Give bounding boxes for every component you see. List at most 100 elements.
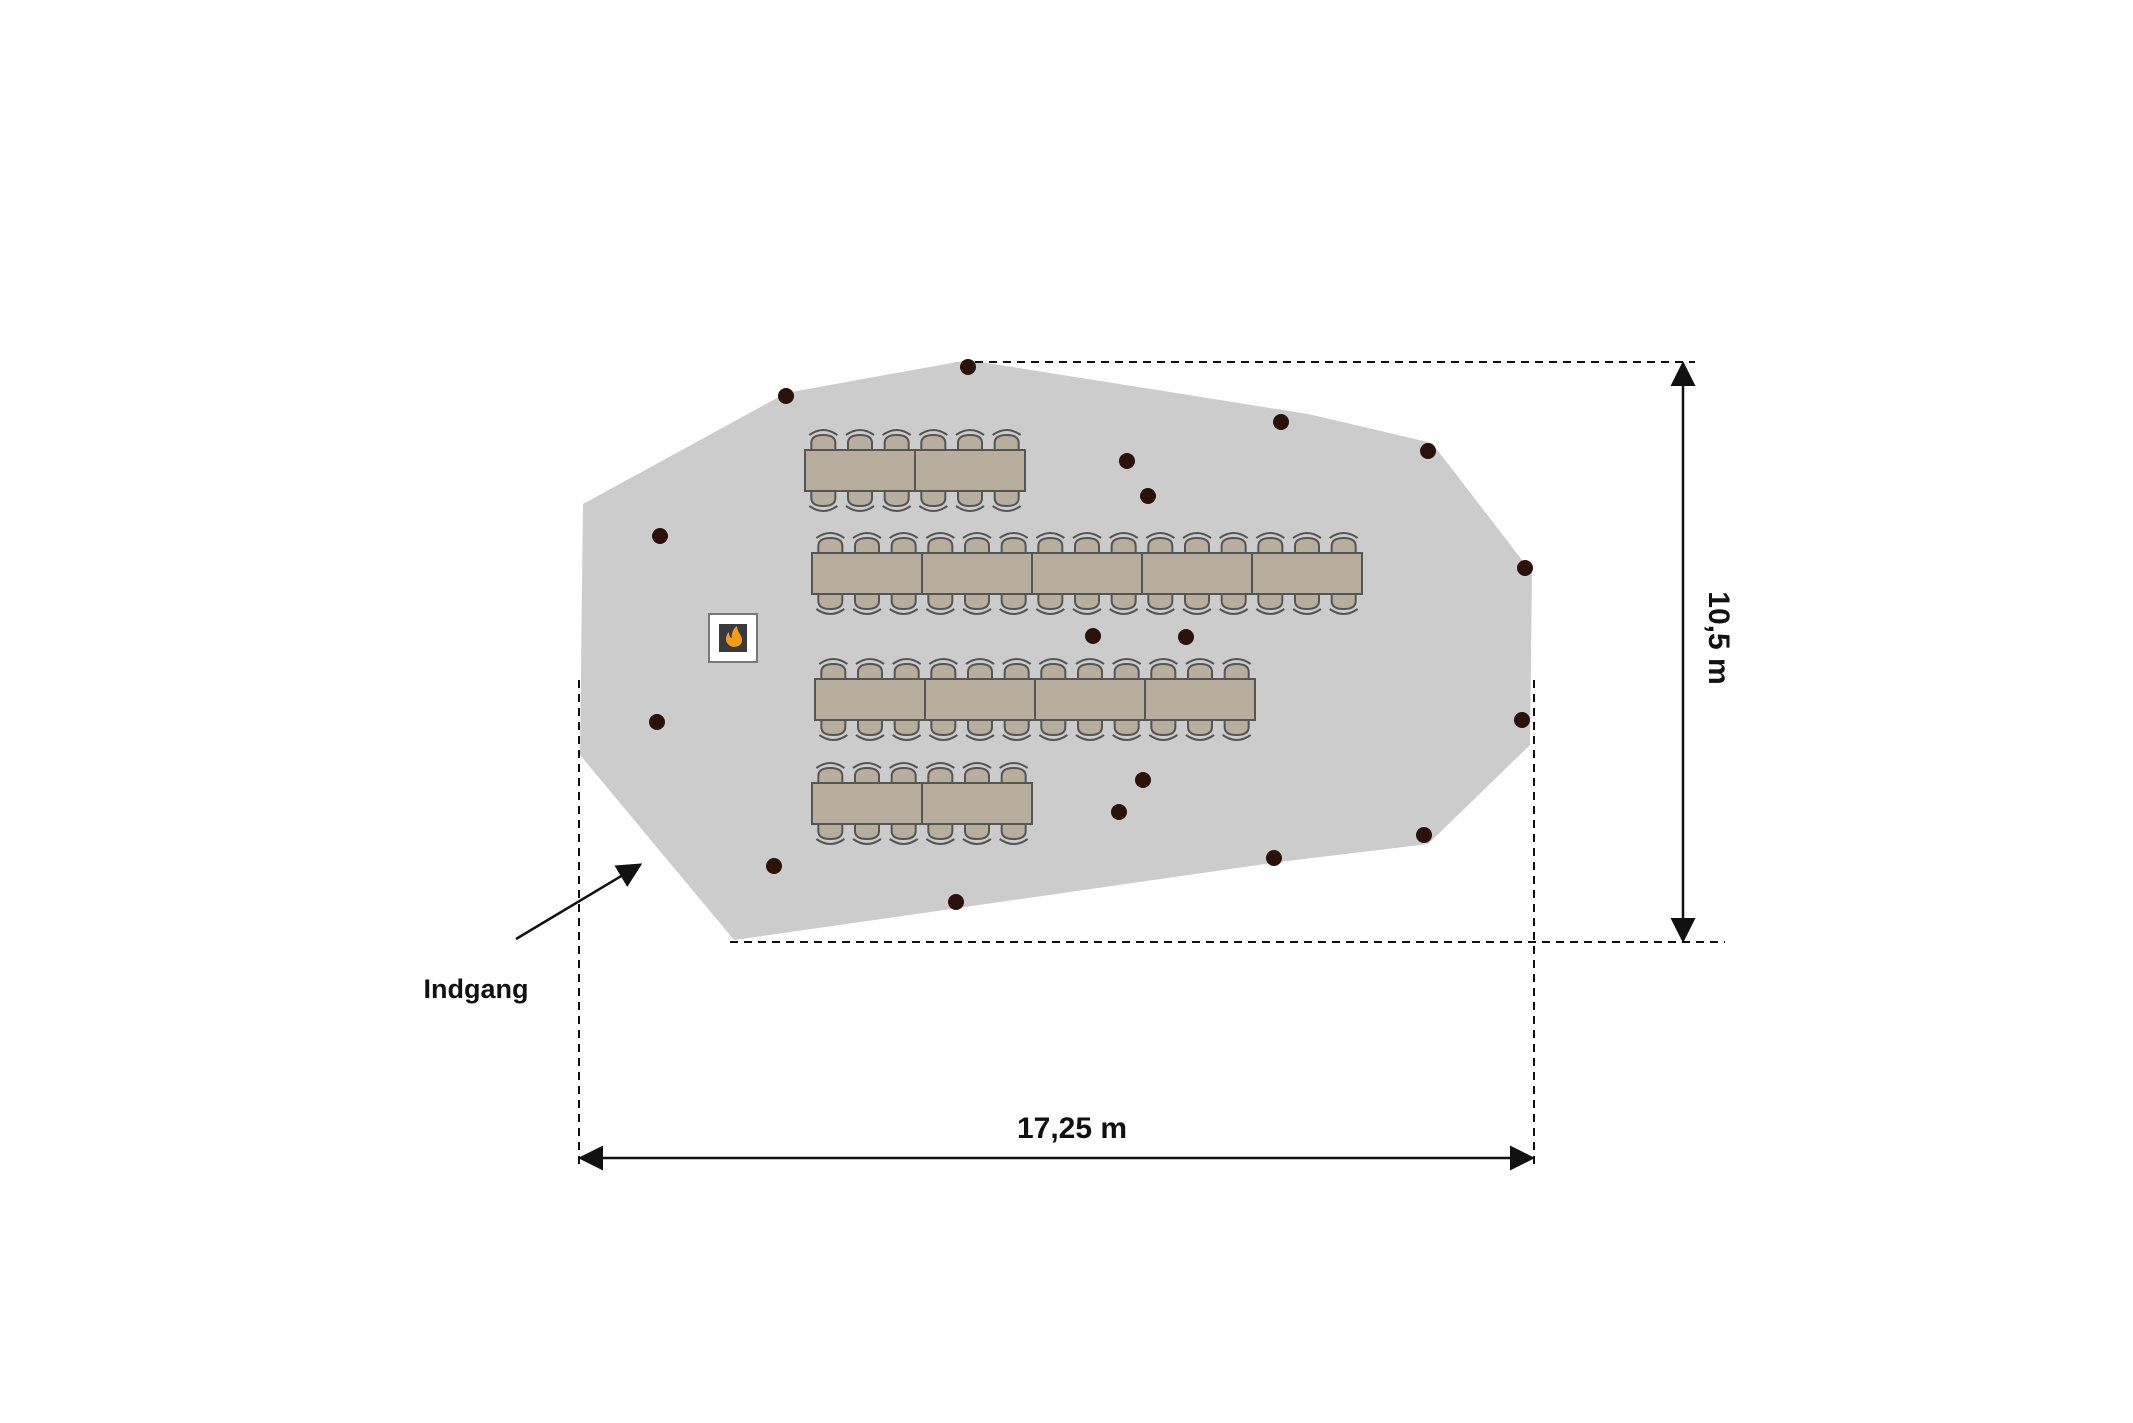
- chair: [890, 536, 917, 555]
- tent-pole: [1514, 712, 1530, 728]
- chair-back: [1112, 658, 1142, 665]
- tent-pole: [766, 858, 782, 874]
- chair-back: [852, 838, 882, 845]
- chair-back: [918, 429, 948, 436]
- chair: [1330, 536, 1357, 555]
- chair-back: [815, 532, 845, 539]
- chair-back: [955, 505, 985, 512]
- tent-pole: [1420, 443, 1436, 459]
- chair-back: [1292, 608, 1322, 615]
- chair-back: [1182, 532, 1212, 539]
- chair: [857, 718, 883, 737]
- chair: [820, 662, 847, 681]
- chair-back: [928, 734, 958, 741]
- chair: [993, 433, 1020, 452]
- tent-pole: [1085, 628, 1101, 644]
- chair: [927, 536, 954, 555]
- table-segment: [1034, 678, 1146, 721]
- chair-back: [1292, 532, 1322, 539]
- chair: [1003, 718, 1030, 737]
- chair: [890, 766, 917, 785]
- chair-back: [992, 505, 1022, 512]
- chair-back: [1219, 608, 1249, 615]
- chair-back: [999, 838, 1029, 845]
- tent-pole: [778, 388, 794, 404]
- chair-back: [855, 734, 885, 741]
- chair: [1330, 592, 1357, 611]
- chair-back: [1329, 608, 1359, 615]
- chair: [1110, 536, 1137, 555]
- chair: [1184, 536, 1210, 555]
- chair: [810, 489, 837, 508]
- tent-pole: [1135, 772, 1151, 788]
- chair: [1000, 822, 1027, 841]
- chair-back: [1148, 734, 1178, 741]
- entrance-marker: Indgang: [424, 863, 643, 1004]
- chair: [957, 489, 983, 508]
- chair: [1187, 718, 1213, 737]
- chair-back: [1109, 532, 1139, 539]
- chair-back: [925, 838, 955, 845]
- table-segment: [924, 678, 1036, 721]
- chair-back: [818, 658, 848, 665]
- table-segment: [1144, 678, 1256, 721]
- chair-back: [815, 608, 845, 615]
- table-segment: [921, 552, 1033, 595]
- chair: [810, 433, 837, 452]
- chair: [1113, 718, 1140, 737]
- chair-back: [925, 608, 955, 615]
- chair-back: [1185, 658, 1215, 665]
- chair-back: [1255, 608, 1285, 615]
- chair-back: [889, 838, 919, 845]
- chair: [1294, 536, 1320, 555]
- tent-pole: [960, 359, 976, 375]
- chair: [1003, 662, 1030, 681]
- chair: [817, 822, 844, 841]
- tent-pole: [1416, 827, 1432, 843]
- chair-back: [965, 734, 995, 741]
- chair: [964, 822, 990, 841]
- entrance-label: Indgang: [424, 974, 529, 1004]
- table-row-4: [811, 762, 1033, 845]
- table-row-3: [814, 658, 1256, 741]
- chair-back: [855, 658, 885, 665]
- chair-back: [999, 762, 1029, 769]
- chair: [1147, 592, 1174, 611]
- chair: [927, 822, 954, 841]
- chair-back: [882, 505, 912, 512]
- chair-back: [1002, 734, 1032, 741]
- chair: [817, 766, 844, 785]
- chair: [883, 489, 910, 508]
- chair-back: [1072, 608, 1102, 615]
- chair-back: [852, 608, 882, 615]
- chair: [847, 433, 873, 452]
- table-segment: [1031, 552, 1143, 595]
- tent-pole: [1111, 804, 1127, 820]
- chair-back: [892, 658, 922, 665]
- chair: [993, 489, 1020, 508]
- chair-back: [818, 734, 848, 741]
- tent-pole: [1178, 629, 1194, 645]
- table-segment: [921, 782, 1033, 825]
- chair-back: [962, 608, 992, 615]
- chair-back: [889, 532, 919, 539]
- chair: [1150, 718, 1177, 737]
- chair: [854, 822, 880, 841]
- tent-pole: [948, 894, 964, 910]
- chair-back: [928, 658, 958, 665]
- chair-back: [815, 838, 845, 845]
- depth-dimension-label: 10,5 m: [1702, 591, 1735, 684]
- chair: [1000, 766, 1027, 785]
- chair: [1000, 536, 1027, 555]
- chair-back: [1329, 532, 1359, 539]
- chair-back: [1075, 658, 1105, 665]
- chair-back: [1219, 532, 1249, 539]
- chair-back: [1222, 658, 1252, 665]
- chair-back: [1075, 734, 1105, 741]
- chair-back: [999, 532, 1029, 539]
- table-segment: [804, 449, 916, 492]
- tent-pole: [1273, 414, 1289, 430]
- chair: [920, 489, 947, 508]
- chair-back: [892, 734, 922, 741]
- chair-back: [1255, 532, 1285, 539]
